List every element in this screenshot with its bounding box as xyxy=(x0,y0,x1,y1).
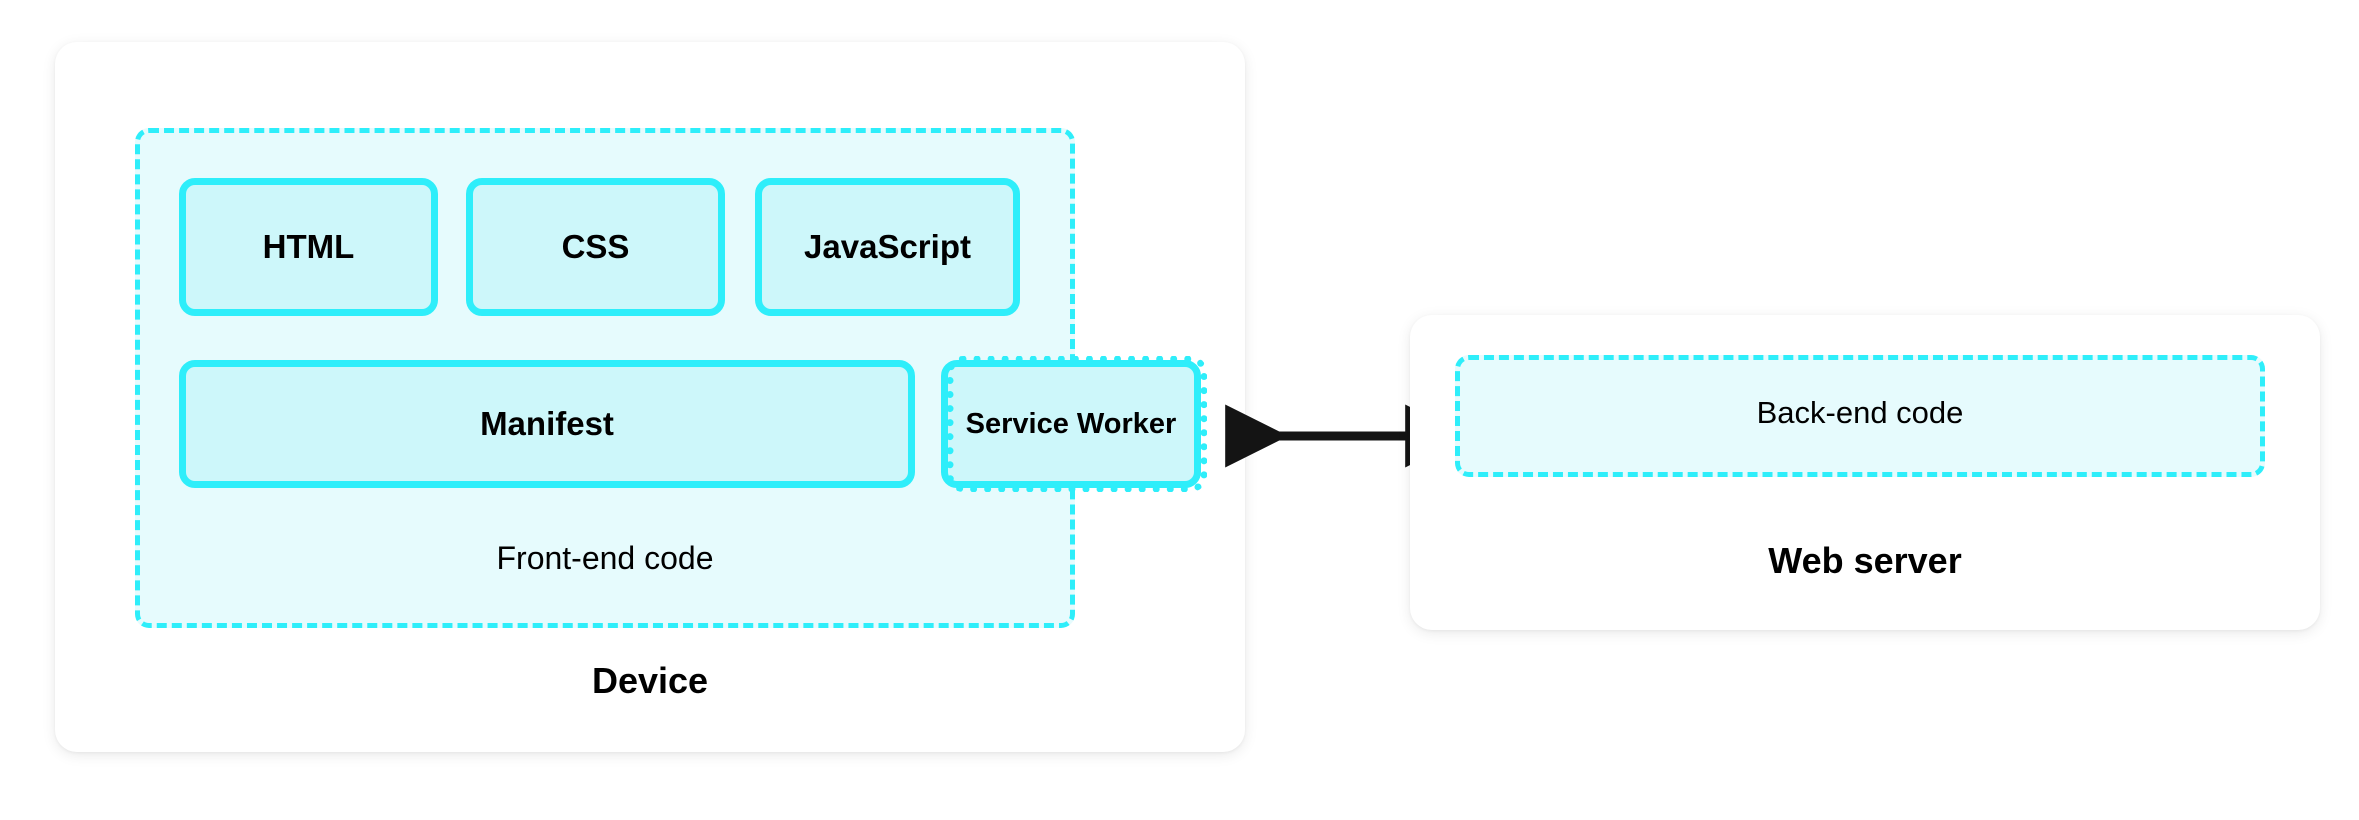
backend-code-label: Back-end code xyxy=(1756,395,1964,430)
backend-code-group xyxy=(1455,355,2265,477)
service-worker-box[interactable]: Service Worker xyxy=(941,360,1201,488)
device-label: Device xyxy=(591,660,709,701)
javascript-box[interactable]: JavaScript xyxy=(755,178,1020,316)
html-box[interactable]: HTML xyxy=(179,178,438,316)
bidirectional-arrow-icon xyxy=(1225,404,1455,468)
frontend-code-label: Front-end code xyxy=(496,540,714,576)
manifest-box[interactable]: Manifest xyxy=(179,360,915,488)
css-box[interactable]: CSS xyxy=(466,178,725,316)
web-server-label: Web server xyxy=(1768,540,1962,581)
